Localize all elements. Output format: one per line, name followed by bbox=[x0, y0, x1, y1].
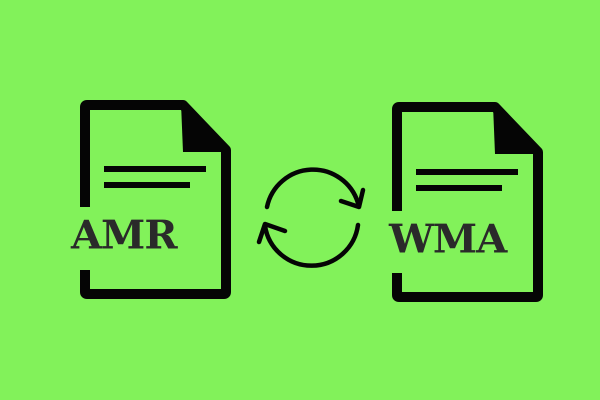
text-line-icon bbox=[416, 185, 502, 191]
source-document-icon bbox=[80, 100, 231, 299]
circular-arrows-convert-icon bbox=[256, 167, 366, 268]
text-line-icon bbox=[104, 182, 190, 188]
source-format-label: AMR bbox=[71, 212, 178, 259]
target-format-label: WMA bbox=[389, 216, 507, 263]
text-line-icon bbox=[416, 169, 518, 175]
target-document-icon bbox=[392, 102, 543, 302]
text-line-icon bbox=[104, 166, 206, 172]
